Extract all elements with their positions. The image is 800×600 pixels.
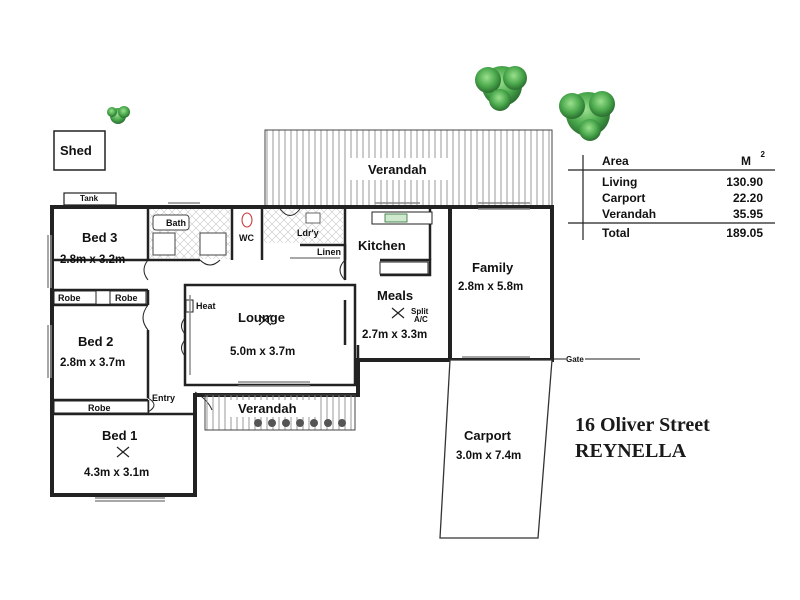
- robe-left-label: Robe: [58, 293, 81, 303]
- family-name: Family: [472, 260, 514, 275]
- interior-walls: [52, 207, 452, 416]
- meals-dims: 2.7m x 3.3m: [362, 329, 428, 341]
- area-row-name: Living: [602, 175, 638, 189]
- bed3-name: Bed 3: [82, 230, 118, 245]
- heat-label: Heat: [196, 301, 216, 311]
- verandah-top-label: Verandah: [368, 162, 427, 177]
- shed-label: Shed: [60, 143, 92, 158]
- area-table-lines: [568, 155, 775, 240]
- tree-icon: [559, 91, 615, 141]
- area-row-name: Verandah: [602, 207, 657, 221]
- shed-box: [53, 130, 106, 171]
- robe-bed1-label: Robe: [88, 403, 111, 413]
- area-table-row: Verandah 35.95: [568, 207, 773, 221]
- linen-label: Linen: [317, 247, 341, 257]
- carport-name: Carport: [464, 428, 511, 443]
- carport-dims: 3.0m x 7.4m: [456, 450, 522, 462]
- gate-label: Gate: [566, 355, 584, 364]
- area-header-unit: M: [741, 154, 751, 168]
- kitchen-name: Kitchen: [358, 238, 406, 253]
- address-line1: 16 Oliver Street: [575, 414, 710, 436]
- area-total-label: Total: [602, 226, 630, 240]
- area-row-value: 22.20: [732, 191, 763, 205]
- robe-bed1: [53, 400, 149, 414]
- bath-label: Bath: [166, 218, 186, 228]
- area-header-label: Area: [602, 154, 629, 168]
- bed1-dims: 4.3m x 3.1m: [84, 467, 150, 479]
- carport-outline: [439, 359, 553, 539]
- tree-icon: [475, 66, 527, 111]
- entry-label: Entry: [152, 393, 176, 403]
- wc-label: WC: [239, 233, 254, 243]
- area-table-header: Area M 2: [568, 150, 773, 168]
- robe-left: [53, 290, 97, 305]
- toilet-icon: [241, 212, 253, 228]
- bed1-name: Bed 1: [102, 428, 138, 443]
- bed2-name: Bed 2: [78, 334, 114, 349]
- split-ac-label-1: Split: [411, 307, 429, 316]
- address-line2: REYNELLA: [575, 440, 687, 462]
- area-row-name: Carport: [602, 191, 646, 205]
- area-row-value: 35.95: [732, 207, 763, 221]
- robe-right: [109, 290, 147, 305]
- area-table-row: Living 130.90: [568, 175, 773, 189]
- laundry-area: [264, 209, 344, 243]
- windows: [47, 202, 530, 502]
- tank-label: Tank: [80, 194, 99, 203]
- kitchen-island: [379, 261, 429, 275]
- bed3-dims: 2.8m x 3.2m: [60, 254, 126, 266]
- area-row-value: 130.90: [726, 175, 763, 189]
- ldry-label: Ldr'y: [297, 228, 319, 238]
- verandah-bottom-label: Verandah: [238, 401, 297, 416]
- area-total-row: Total 189.05: [568, 226, 773, 240]
- family-dims: 2.8m x 5.8m: [458, 281, 524, 293]
- bed2-dims: 2.8m x 3.7m: [60, 357, 126, 369]
- plant-pots: [254, 419, 346, 427]
- area-table-row: Carport 22.20: [568, 191, 773, 205]
- lounge-dims: 5.0m x 3.7m: [230, 346, 296, 358]
- area-header-unit-exp: 2: [760, 150, 765, 159]
- area-total-value: 189.05: [726, 226, 763, 240]
- ceiling-fan-icon: [116, 307, 405, 458]
- meals-name: Meals: [377, 288, 414, 303]
- split-ac-label-2: A/C: [414, 315, 428, 324]
- doors: [142, 208, 346, 413]
- tree-icon: [107, 106, 130, 124]
- robe-right-label: Robe: [115, 293, 138, 303]
- lounge-name: Lounge: [238, 310, 285, 325]
